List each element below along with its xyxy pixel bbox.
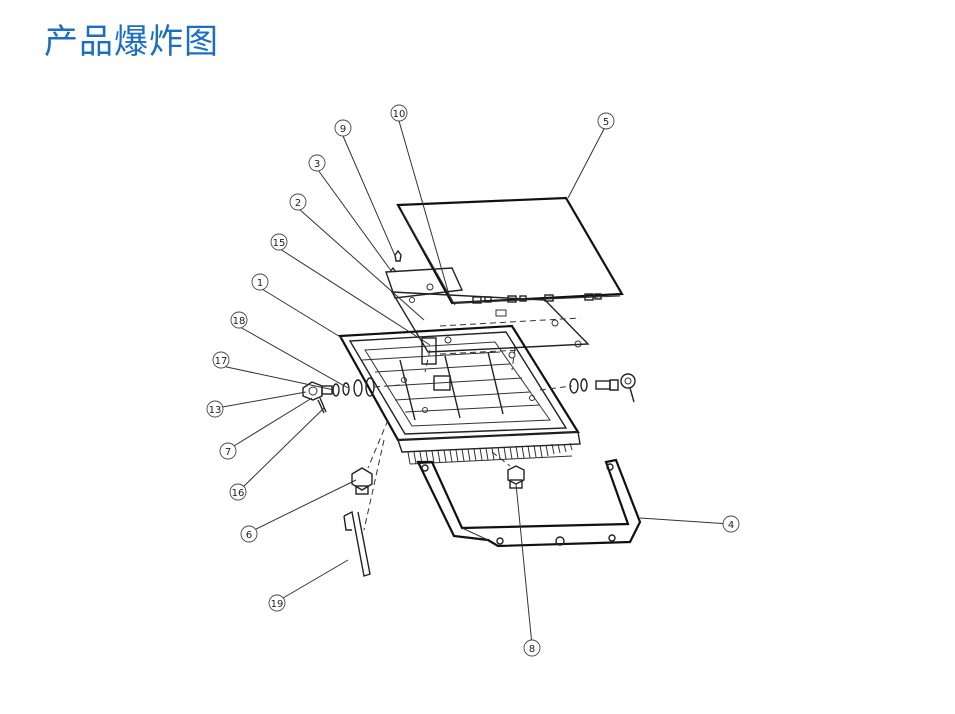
svg-text:3: 3 (314, 159, 320, 170)
part-housing (338, 324, 581, 465)
svg-text:18: 18 (233, 316, 246, 327)
callout-1: 1 (251, 273, 269, 291)
callout-4: 4 (722, 515, 740, 533)
callout-19: 19 (268, 594, 286, 612)
callout-6: 6 (240, 525, 258, 543)
svg-text:1: 1 (257, 278, 263, 289)
svg-text:13: 13 (209, 405, 222, 416)
svg-text:16: 16 (232, 488, 245, 499)
svg-text:9: 9 (340, 124, 346, 135)
svg-text:15: 15 (273, 238, 286, 249)
part-mounting-bracket (416, 458, 642, 548)
svg-text:4: 4 (728, 520, 734, 531)
svg-text:7: 7 (225, 447, 231, 458)
callout-8: 8 (523, 639, 541, 657)
callout-18: 18 (230, 311, 248, 329)
callout-balloons: 9 10 5 3 2 15 1 18 17 13 7 16 6 19 8 4 (206, 104, 740, 657)
callout-3: 3 (308, 154, 326, 172)
part-cable-gland (351, 419, 389, 531)
part-screw (389, 249, 402, 273)
svg-text:8: 8 (529, 644, 535, 655)
callout-17: 17 (212, 351, 230, 369)
callout-10: 10 (390, 104, 408, 122)
part-left-hardware (302, 377, 401, 414)
part-driver-plate (385, 267, 590, 373)
callout-13: 13 (206, 400, 224, 418)
callout-7: 7 (219, 442, 237, 460)
callout-2: 2 (289, 193, 307, 211)
svg-text:19: 19 (271, 599, 284, 610)
svg-text:5: 5 (603, 117, 609, 128)
part-hex-key (343, 510, 371, 577)
svg-text:10: 10 (393, 109, 406, 120)
callout-5: 5 (597, 112, 615, 130)
svg-text:2: 2 (295, 198, 301, 209)
callout-16: 16 (229, 483, 247, 501)
callout-15: 15 (270, 233, 288, 251)
part-bottom-gland (491, 451, 525, 489)
callout-9: 9 (334, 119, 352, 137)
slide-title: 产品爆炸图 (44, 22, 219, 62)
leader-lines (216, 120, 731, 646)
svg-text:6: 6 (246, 530, 252, 541)
part-right-hardware (539, 373, 636, 403)
svg-text:17: 17 (215, 356, 228, 367)
